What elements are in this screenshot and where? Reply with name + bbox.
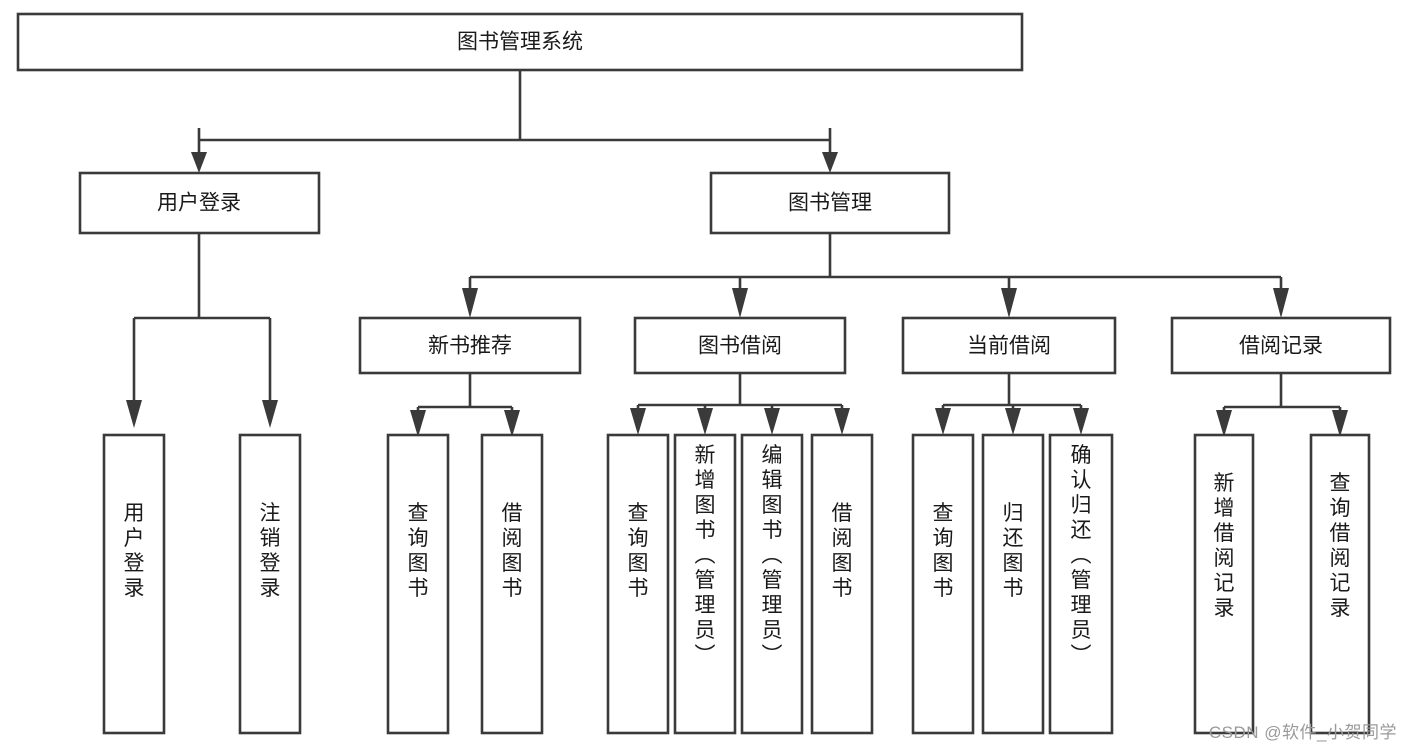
arrow-head-icon [504,410,520,437]
arrow-head-icon [1273,288,1289,318]
node-leaf-query-record[interactable]: 查询借阅记录 [1309,433,1371,735]
node-leaf-add-book-box[interactable] [673,433,737,735]
node-leaf-borrow-book-1-box[interactable] [480,433,544,735]
node-leaf-add-record-box[interactable] [1193,433,1255,735]
node-leaf-query-book-2-box[interactable] [606,433,670,735]
node-book-borrow[interactable]: 图书借阅 [633,316,847,375]
arrow-head-icon [935,408,951,435]
arrow-head-icon [822,152,838,173]
node-borrow-record-label: 借阅记录 [1239,335,1323,358]
node-leaf-query-record-box[interactable] [1309,433,1371,735]
node-leaf-borrow-book-1-label: 借阅图书 [502,502,523,600]
edge-group-new-book-rec [410,373,520,437]
edge-group-current-borrow [935,373,1089,435]
node-leaf-query-book-1-label: 查询图书 [408,502,429,600]
node-new-book-rec-label: 新书推荐 [428,335,512,358]
arrow-head-icon [630,408,646,435]
node-leaf-add-record[interactable]: 新增借阅记录 [1193,433,1255,735]
node-leaf-user-login-label: 用户登录 [124,502,145,600]
node-new-book-rec-box[interactable] [358,316,582,375]
arrow-head-icon [191,152,207,173]
node-root-label: 图书管理系统 [457,31,583,54]
node-leaf-add-record-label: 新增借阅记录 [1214,472,1235,620]
arrow-head-icon [126,400,142,428]
node-user-login-box[interactable] [78,171,321,235]
node-leaf-query-record-label: 查询借阅记录 [1330,472,1351,620]
node-leaf-confirm-return[interactable]: 确认归还︵管理员︶ [1048,433,1114,735]
arrow-head-icon [764,408,780,435]
node-leaf-query-book-2-label: 查询图书 [628,502,649,600]
node-user-login[interactable]: 用户登录 [78,171,321,235]
node-borrow-record-box[interactable] [1170,316,1392,375]
node-leaf-borrow-book-1[interactable]: 借阅图书 [480,433,544,735]
node-leaf-logout-label: 注销登录 [260,502,281,600]
node-leaf-borrow-book-2-box[interactable] [810,433,874,735]
arrow-head-icon [697,408,713,435]
node-leaf-user-login[interactable]: 用户登录 [102,433,166,735]
node-leaf-user-login-box[interactable] [102,433,166,735]
node-leaf-return-book-box[interactable] [981,433,1045,735]
node-leaf-edit-book-box[interactable] [740,433,804,735]
node-leaf-return-book-label: 归还图书 [1003,502,1024,600]
node-leaf-logout-box[interactable] [238,433,302,735]
node-book-manage-box[interactable] [709,171,951,235]
arrow-head-icon [1332,410,1348,437]
node-book-manage-label: 图书管理 [788,192,872,215]
edge-group-book-borrow [630,373,850,435]
node-user-login-label: 用户登录 [157,192,241,215]
node-leaf-query-book-3-box[interactable] [911,433,975,735]
node-root-box[interactable] [16,12,1024,72]
edge-group-book-manage [462,233,1289,318]
node-leaf-query-book-3[interactable]: 查询图书 [911,433,975,735]
arrow-head-icon [732,288,748,318]
node-leaf-query-book-1[interactable]: 查询图书 [386,433,450,735]
node-current-borrow-label: 当前借阅 [967,335,1051,358]
node-leaf-query-book-1-box[interactable] [386,433,450,735]
arrow-head-icon [410,410,426,437]
node-leaf-add-book-label: 新增图书︵管理员︶ [695,444,716,667]
edge-group-borrow-record [1216,373,1348,437]
edge-group-root [191,70,838,173]
node-book-borrow-label: 图书借阅 [698,335,782,358]
arrow-head-icon [1073,408,1089,435]
node-new-book-rec[interactable]: 新书推荐 [358,316,582,375]
node-book-borrow-box[interactable] [633,316,847,375]
node-leaf-edit-book-label: 编辑图书︵管理员︶ [762,444,783,667]
node-leaf-return-book[interactable]: 归还图书 [981,433,1045,735]
node-leaf-confirm-return-box[interactable] [1048,433,1114,735]
arrow-head-icon [834,408,850,435]
node-borrow-record[interactable]: 借阅记录 [1170,316,1392,375]
node-leaf-query-book-2[interactable]: 查询图书 [606,433,670,735]
edge-group-user-login [126,233,278,428]
node-leaf-logout[interactable]: 注销登录 [238,433,302,735]
node-leaf-edit-book[interactable]: 编辑图书︵管理员︶ [740,433,804,735]
node-book-manage[interactable]: 图书管理 [709,171,951,235]
node-current-borrow[interactable]: 当前借阅 [901,316,1117,375]
node-leaf-borrow-book-2-label: 借阅图书 [832,502,853,600]
node-leaf-query-book-3-label: 查询图书 [933,502,954,600]
node-leaf-add-book[interactable]: 新增图书︵管理员︶ [673,433,737,735]
arrow-head-icon [262,400,278,428]
node-root[interactable]: 图书管理系统 [16,12,1024,72]
node-leaf-borrow-book-2[interactable]: 借阅图书 [810,433,874,735]
node-current-borrow-box[interactable] [901,316,1117,375]
arrow-head-icon [1216,410,1232,437]
arrow-head-icon [1005,408,1021,435]
arrow-head-icon [462,288,478,318]
arrow-head-icon [1001,288,1017,318]
node-leaf-confirm-return-label: 确认归还︵管理员︶ [1071,444,1092,667]
